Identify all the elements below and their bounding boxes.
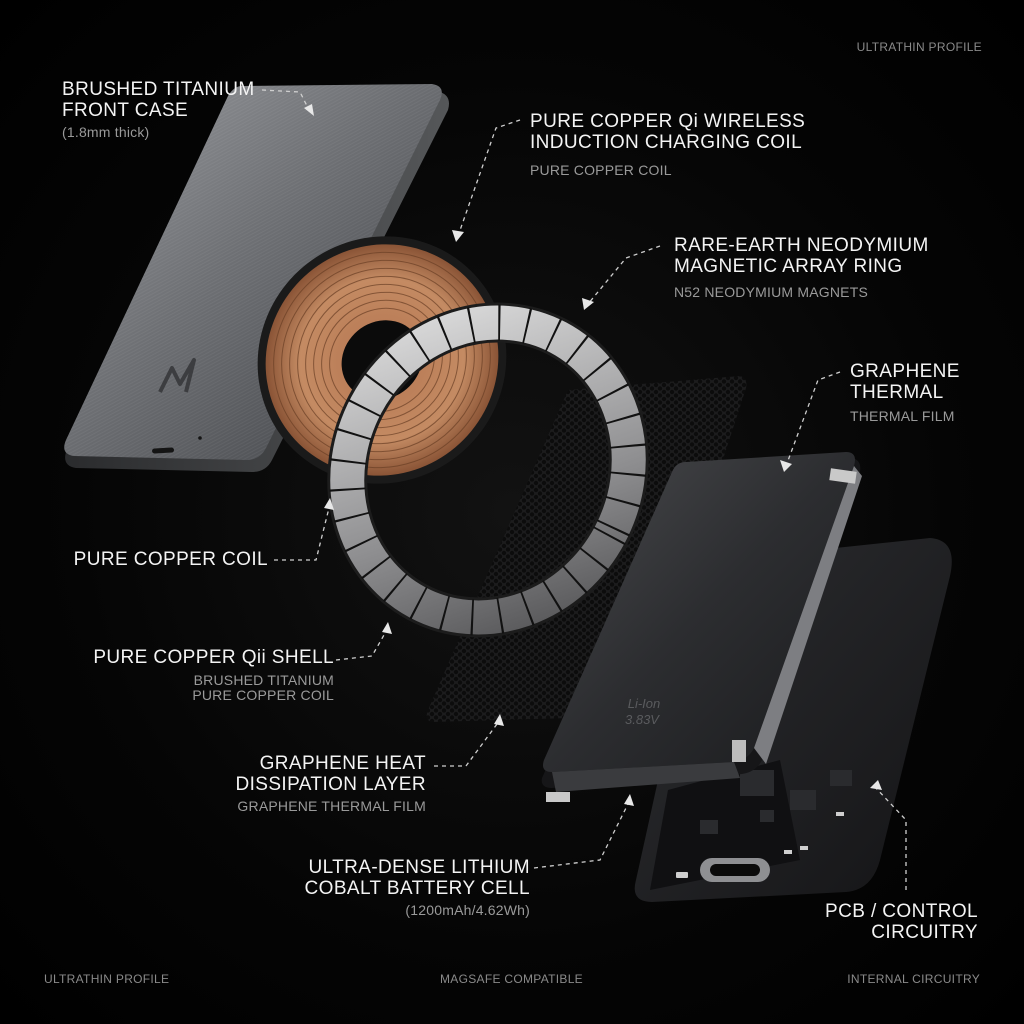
battery-print-line1: Li-Ion (628, 696, 661, 711)
label-pcb: PCB / CONTROL CIRCUITRY (825, 901, 978, 943)
label-qi-shell: PURE COPPER Qii SHELL BRUSHED TITANIUM P… (93, 647, 334, 703)
battery-print-line2: 3.83V (625, 712, 660, 727)
label-front-case-title: BRUSHED TITANIUM FRONT CASE (62, 79, 255, 121)
label-magnet-ring-title: RARE-EARTH NEODYMIUM MAGNETIC ARRAY RING (674, 235, 929, 277)
leader-arrowheads (304, 104, 882, 806)
label-front-case-sub: (1.8mm thick) (62, 124, 150, 141)
label-front-case: BRUSHED TITANIUM FRONT CASE (1.8mm thick… (62, 79, 255, 141)
label-heat-layer: GRAPHENE HEAT DISSIPATION LAYER GRAPHENE… (235, 753, 426, 815)
label-charging-coil: PURE COPPER Qi WIRELESS INDUCTION CHARGI… (530, 111, 806, 179)
label-graphene-thermal-title: GRAPHENE THERMAL (850, 361, 960, 403)
caption-top-right: ULTRATHIN PROFILE (856, 40, 982, 54)
label-qi-shell-sub: BRUSHED TITANIUM PURE COPPER COIL (192, 671, 334, 703)
label-charging-coil-title: PURE COPPER Qi WIRELESS INDUCTION CHARGI… (530, 111, 806, 153)
titanium-front-case (64, 84, 449, 472)
label-heat-layer-title: GRAPHENE HEAT DISSIPATION LAYER (235, 753, 426, 795)
label-battery-cell: ULTRA-DENSE LITHIUM COBALT BATTERY CELL … (304, 857, 530, 919)
caption-bottom-right: INTERNAL CIRCUITRY (847, 972, 980, 986)
label-charging-coil-sub: PURE COPPER COIL (530, 162, 672, 179)
label-magnet-ring-sub: N52 NEODYMIUM MAGNETS (674, 284, 868, 301)
lithium-battery-cell (541, 452, 862, 802)
usb-c-port (700, 858, 770, 882)
neodymium-magnet-ring (327, 302, 649, 638)
label-pcb-title: PCB / CONTROL CIRCUITRY (825, 901, 978, 943)
label-qi-shell-title: PURE COPPER Qii SHELL (93, 647, 334, 668)
caption-bottom-left: ULTRATHIN PROFILE (44, 972, 170, 986)
leader-lines (261, 89, 907, 890)
label-magnet-ring: RARE-EARTH NEODYMIUM MAGNETIC ARRAY RING… (674, 235, 929, 301)
label-copper-coil-title: PURE COPPER COIL (73, 549, 268, 570)
caption-bottom-center: MAGSAFE COMPATIBLE (440, 972, 583, 986)
label-graphene-thermal-sub: THERMAL FILM (850, 408, 955, 425)
label-battery-cell-title: ULTRA-DENSE LITHIUM COBALT BATTERY CELL (304, 857, 530, 899)
label-copper-coil: PURE COPPER COIL (73, 549, 268, 571)
label-heat-layer-sub: GRAPHENE THERMAL FILM (237, 798, 426, 815)
brand-logo (158, 358, 196, 393)
label-battery-cell-sub: (1200mAh/4.62Wh) (405, 902, 530, 919)
label-graphene-thermal: GRAPHENE THERMAL THERMAL FILM (850, 361, 960, 425)
